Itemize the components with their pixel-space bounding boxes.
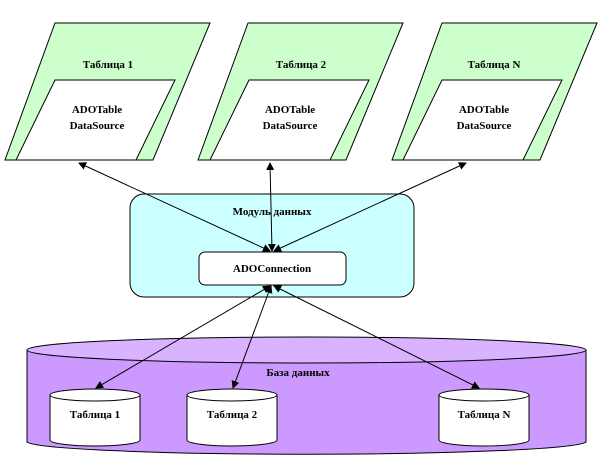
arrow-connection-tablen — [273, 285, 480, 389]
db-table-1[interactable]: Таблица 1 — [49, 388, 141, 447]
ado-connection-label: ADOConnection — [233, 263, 311, 275]
component-line1: ADOTable — [265, 104, 315, 116]
db-table-n[interactable]: Таблица N — [438, 388, 530, 447]
data-module-title: Модуль данных — [233, 206, 312, 218]
form-n[interactable]: Таблица N ADOTable DataSource — [391, 22, 598, 161]
arrow-connection-table2 — [231, 285, 273, 389]
component-line2: DataSource — [70, 120, 125, 132]
ado-connection-box[interactable] — [198, 251, 347, 286]
arrow-form1-connection — [78, 162, 271, 252]
form-title: Таблица 1 — [83, 59, 133, 71]
component-line1: ADOTable — [72, 104, 122, 116]
component-line2: DataSource — [457, 120, 512, 132]
db-table-label: Таблица N — [458, 409, 511, 421]
connectors — [78, 162, 480, 389]
component-line2: DataSource — [263, 120, 318, 132]
component-line1: ADOTable — [459, 104, 509, 116]
db-table-label: Таблица 1 — [70, 409, 120, 421]
arrow-formn-connection — [273, 162, 467, 252]
form-title: Таблица 2 — [276, 59, 327, 71]
arrow-form2-connection — [266, 162, 276, 252]
form-2[interactable]: Таблица 2 ADOTable DataSource — [197, 22, 404, 161]
form-1[interactable]: Таблица 1 ADOTable DataSource — [4, 22, 211, 161]
database-title: База данных — [266, 367, 330, 379]
database-top — [26, 336, 587, 364]
db-table-label: Таблица 2 — [207, 409, 258, 421]
form-title: Таблица N — [468, 59, 521, 71]
db-table-2[interactable]: Таблица 2 — [186, 388, 278, 447]
